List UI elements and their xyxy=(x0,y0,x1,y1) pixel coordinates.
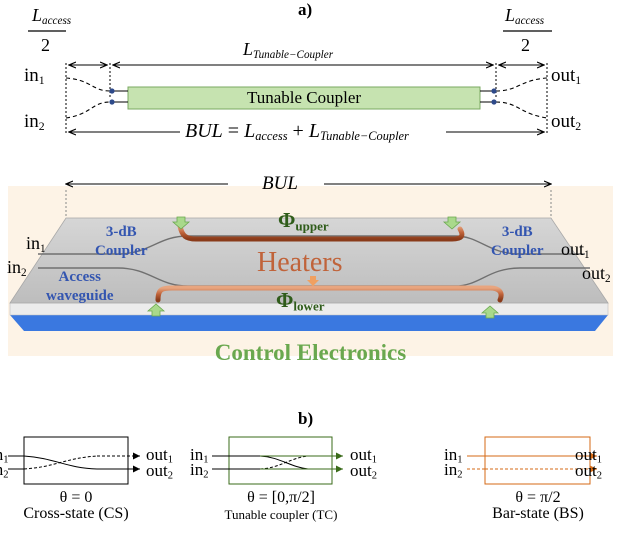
tc-out1: out1 xyxy=(350,445,377,466)
port-dot xyxy=(491,99,497,105)
device-out1: out1 xyxy=(561,239,590,261)
tc-theta: θ = [0,π/2] xyxy=(247,489,315,506)
device-in1: in1 xyxy=(26,233,46,255)
heater-arrow xyxy=(307,276,319,286)
bs-out1: out1 xyxy=(575,445,602,466)
port-dot xyxy=(109,99,115,105)
contact-arrow xyxy=(146,303,166,317)
wg-in1 xyxy=(65,77,111,92)
cs-name: Cross-state (CS) xyxy=(23,505,129,522)
wg-in2 xyxy=(65,101,111,119)
tc-in2: in2 xyxy=(190,460,209,481)
cs-out1: out1 xyxy=(146,445,173,466)
panel-a-label: a) xyxy=(298,0,313,19)
tc-box xyxy=(228,436,333,485)
label-in1: in1 xyxy=(24,65,45,87)
bs-in2: in2 xyxy=(444,460,463,481)
contact-arrow xyxy=(442,216,462,230)
cs-in1: in1 xyxy=(0,446,9,466)
bs-name: Bar-state (BS) xyxy=(492,505,584,522)
cs-box xyxy=(23,436,129,485)
frac-left-numerator: Laccess xyxy=(32,5,72,27)
tunable-coupler-box xyxy=(127,86,481,110)
bs-theta: θ = π/2 xyxy=(515,489,561,506)
heater-upper xyxy=(177,223,465,242)
cs-out2: out2 xyxy=(146,461,173,482)
device-in2: in2 xyxy=(7,257,27,279)
phi-lower-label: Φlower xyxy=(276,288,325,314)
bul-label: BUL xyxy=(262,173,298,194)
control-electronics-label: Control Electronics xyxy=(214,340,407,365)
port-dot xyxy=(109,88,115,94)
tunable-length-label: LTunable−Coupler xyxy=(243,39,334,61)
tunable-coupler-label: Tunable Coupler xyxy=(246,88,362,107)
substrate xyxy=(10,315,608,331)
heaters-label: Heaters xyxy=(257,247,343,278)
cs-in2: in2 xyxy=(0,461,9,481)
panel-b-label: b) xyxy=(298,409,314,428)
wg-out2 xyxy=(495,101,548,119)
frac-right-denominator: 2 xyxy=(521,35,530,55)
frac-left-denominator: 2 xyxy=(41,35,50,55)
contact-arrow xyxy=(171,216,191,230)
cs-theta: θ = 0 xyxy=(59,489,93,506)
bul-equation: BUL = Laccess + LTunable−Coupler xyxy=(185,120,409,144)
tc-name: Tunable coupler (TC) xyxy=(224,507,338,522)
contact-arrow xyxy=(480,305,500,319)
tc-out2: out2 xyxy=(350,461,377,482)
tc-in1: in1 xyxy=(190,445,209,466)
label-out1: out1 xyxy=(551,65,582,87)
bs-out2: out2 xyxy=(575,461,602,482)
heater-lower xyxy=(155,285,504,303)
port-dot xyxy=(491,88,497,94)
label-out2: out2 xyxy=(551,111,582,133)
wg-out1 xyxy=(495,77,548,92)
bs-box xyxy=(484,436,591,485)
bs-in1: in1 xyxy=(444,445,463,466)
device-out2: out2 xyxy=(582,263,611,285)
label-in2: in2 xyxy=(24,111,45,133)
frac-right-numerator: Laccess xyxy=(505,5,545,27)
phi-upper-label: Φupper xyxy=(278,208,329,234)
